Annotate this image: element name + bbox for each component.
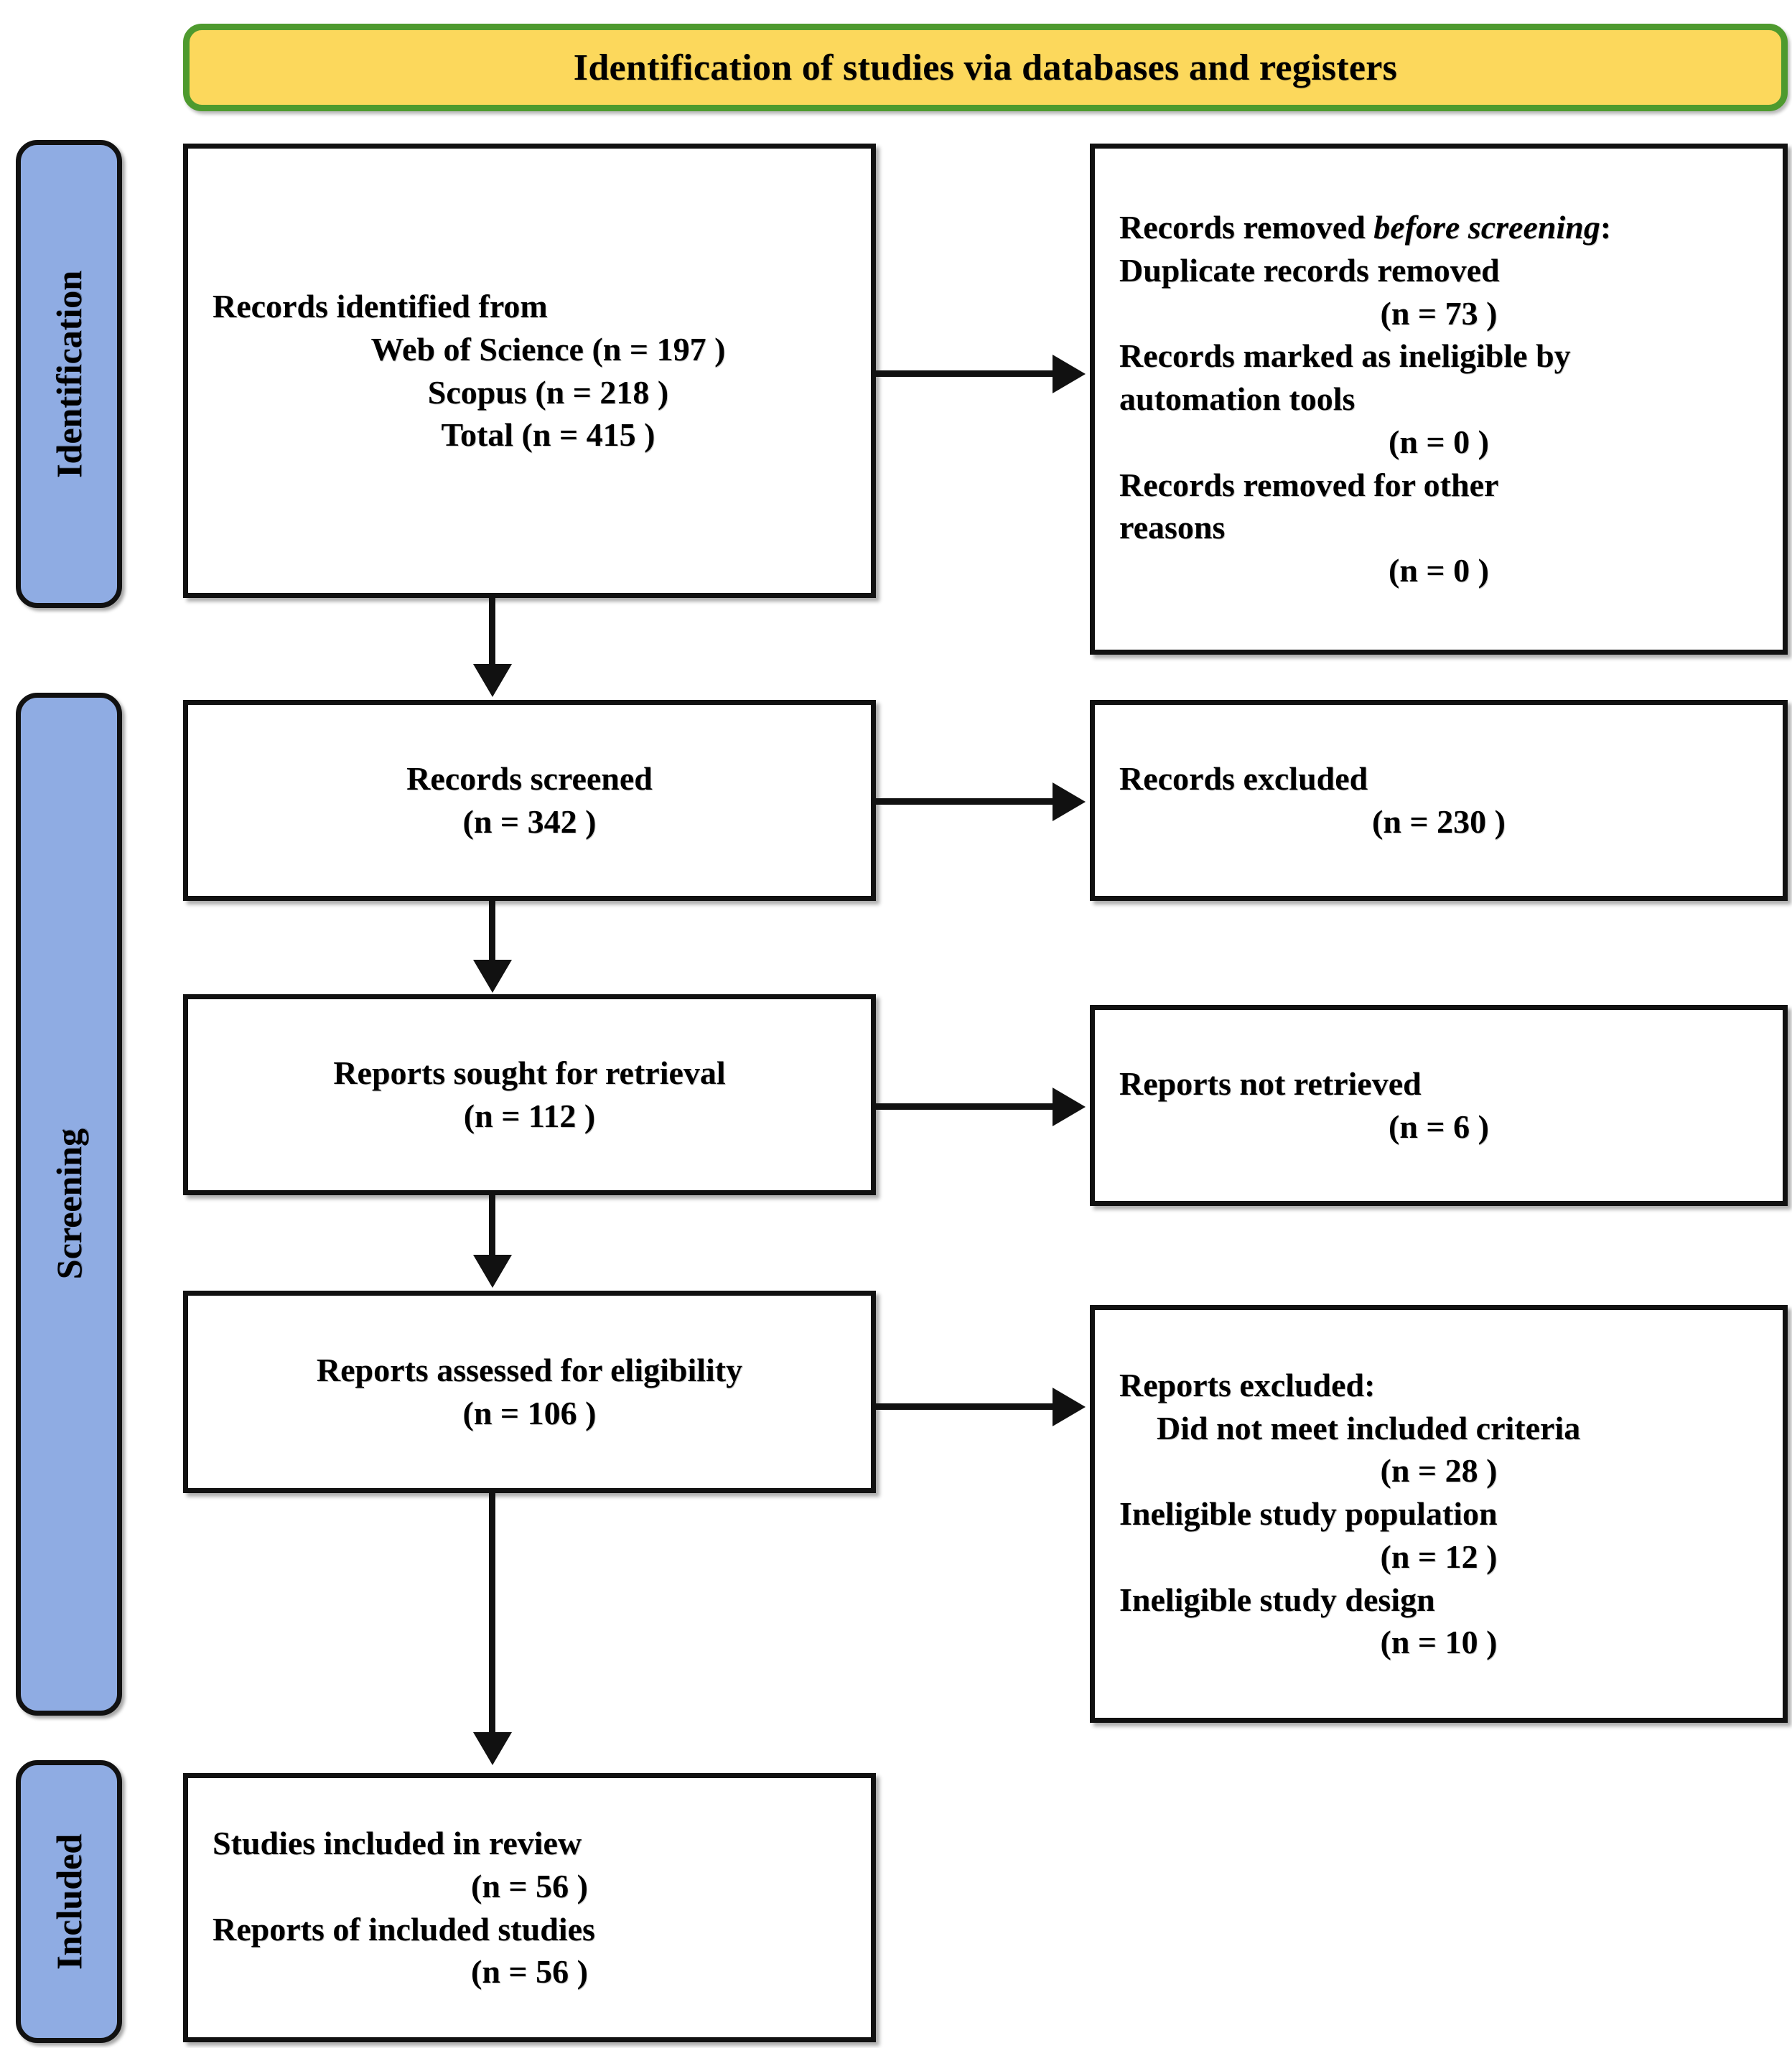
sidebar-item-label: Included bbox=[49, 1833, 89, 1970]
box-records-removed-before-screening: Records removed before screening: Duplic… bbox=[1090, 144, 1788, 655]
banner-title: Identification of studies via databases … bbox=[573, 47, 1398, 88]
arrowhead-right-icon bbox=[1053, 1388, 1086, 1426]
box-reports-not-retrieved: Reports not retrieved (n = 6 ) bbox=[1090, 1005, 1788, 1206]
ineligible-population-label: Ineligible study population bbox=[1119, 1495, 1498, 1533]
ineligible-design-label: Ineligible study design bbox=[1119, 1581, 1435, 1618]
arrowhead-down-icon bbox=[473, 664, 512, 697]
connector-screened-to-excluded bbox=[876, 798, 1055, 805]
arrowhead-down-icon bbox=[473, 1732, 512, 1765]
ineligible-automation-label-2: automation tools bbox=[1119, 380, 1355, 418]
connector-identified-to-removed bbox=[876, 370, 1055, 377]
arrowhead-down-icon bbox=[473, 1255, 512, 1288]
connector-assessed-to-included bbox=[489, 1493, 495, 1737]
records-identified-heading: Records identified from bbox=[213, 287, 548, 324]
ineligible-automation-count: (n = 0 ) bbox=[1389, 423, 1489, 460]
reports-sought-count: (n = 112 ) bbox=[463, 1098, 596, 1134]
box-records-excluded: Records excluded (n = 230 ) bbox=[1090, 700, 1788, 901]
reports-sought-label: Reports sought for retrieval bbox=[333, 1055, 726, 1092]
box-reports-excluded: Reports excluded: Did not meet included … bbox=[1090, 1305, 1788, 1723]
connector-assessed-to-reports-excluded bbox=[876, 1403, 1055, 1410]
sidebar-item-included: Included bbox=[16, 1760, 122, 2043]
records-screened-label: Records screened bbox=[406, 760, 653, 798]
box-studies-included-in-review: Studies included in review (n = 56 ) Rep… bbox=[183, 1773, 876, 2042]
reports-included-label: Reports of included studies bbox=[213, 1910, 595, 1948]
sidebar-item-screening: Screening bbox=[16, 693, 122, 1716]
duplicate-records-label: Duplicate records removed bbox=[1119, 251, 1500, 289]
ineligible-population-count: (n = 12 ) bbox=[1380, 1538, 1498, 1575]
sidebar-item-label: Screening bbox=[49, 1128, 89, 1280]
records-identified-wos: Web of Science (n = 197 ) bbox=[370, 330, 726, 368]
ineligible-automation-label-1: Records marked as ineligible by bbox=[1119, 337, 1571, 375]
reports-assessed-count: (n = 106 ) bbox=[462, 1395, 597, 1431]
records-excluded-label: Records excluded bbox=[1119, 760, 1368, 798]
arrowhead-right-icon bbox=[1053, 782, 1086, 821]
records-screened-count: (n = 342 ) bbox=[462, 803, 597, 840]
studies-included-count: (n = 56 ) bbox=[471, 1867, 588, 1904]
box-records-identified: Records identified from Web of Science (… bbox=[183, 144, 876, 598]
header-banner: Identification of studies via databases … bbox=[183, 24, 1788, 111]
arrowhead-down-icon bbox=[473, 960, 512, 993]
removed-other-label-1: Records removed for other bbox=[1119, 466, 1499, 503]
sidebar-item-identification: Identification bbox=[16, 140, 122, 608]
records-identified-total: Total (n = 415 ) bbox=[441, 416, 655, 454]
reports-excluded-heading: Reports excluded: bbox=[1119, 1366, 1376, 1403]
arrowhead-right-icon bbox=[1053, 355, 1086, 393]
box-records-screened: Records screened (n = 342 ) bbox=[183, 700, 876, 901]
did-not-meet-criteria-label: Did not meet included criteria bbox=[1157, 1409, 1581, 1446]
records-identified-scopus: Scopus (n = 218 ) bbox=[427, 373, 669, 411]
studies-included-label: Studies included in review bbox=[213, 1824, 582, 1861]
box-reports-assessed-for-eligibility: Reports assessed for eligibility (n = 10… bbox=[183, 1291, 876, 1493]
arrowhead-right-icon bbox=[1053, 1088, 1086, 1126]
records-removed-heading-c: : bbox=[1600, 208, 1612, 246]
reports-included-count: (n = 56 ) bbox=[471, 1953, 588, 1991]
box-reports-sought-for-retrieval: Reports sought for retrieval (n = 112 ) bbox=[183, 994, 876, 1195]
records-excluded-count: (n = 230 ) bbox=[1372, 803, 1506, 840]
records-removed-heading-a: Records removed bbox=[1119, 208, 1374, 246]
did-not-meet-criteria-count: (n = 28 ) bbox=[1380, 1452, 1498, 1490]
reports-not-retrieved-label: Reports not retrieved bbox=[1119, 1065, 1422, 1103]
connector-identified-to-screened bbox=[489, 598, 495, 670]
removed-other-label-2: reasons bbox=[1119, 509, 1226, 546]
duplicate-records-count: (n = 73 ) bbox=[1380, 294, 1498, 332]
records-removed-heading-em: before screening bbox=[1373, 208, 1600, 246]
sidebar-item-label: Identification bbox=[49, 270, 89, 478]
ineligible-design-count: (n = 10 ) bbox=[1380, 1624, 1498, 1661]
reports-not-retrieved-count: (n = 6 ) bbox=[1389, 1108, 1489, 1145]
removed-other-count: (n = 0 ) bbox=[1389, 552, 1489, 589]
connector-sought-to-assessed bbox=[489, 1195, 495, 1258]
reports-assessed-label: Reports assessed for eligibility bbox=[316, 1352, 743, 1389]
connector-screened-to-sought bbox=[489, 901, 495, 964]
connector-sought-to-not-retrieved bbox=[876, 1103, 1055, 1110]
records-removed-heading: Records removed before screening: bbox=[1119, 206, 1758, 249]
